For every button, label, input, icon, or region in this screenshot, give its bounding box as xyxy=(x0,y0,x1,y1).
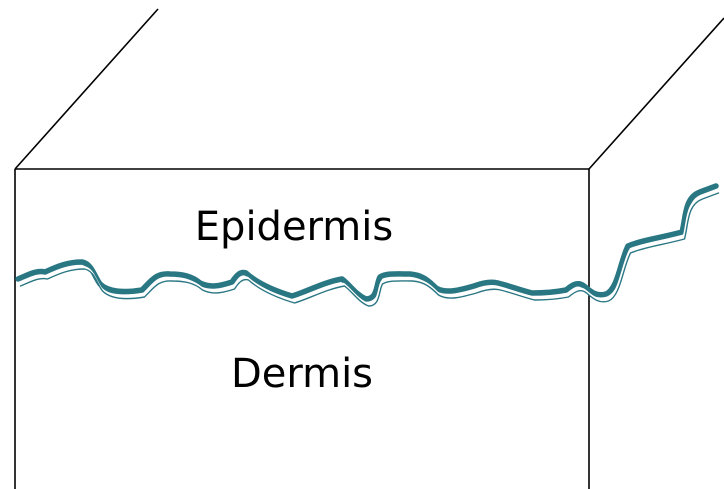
epidermis-label: Epidermis xyxy=(195,204,393,250)
right-depth-edge xyxy=(589,18,724,169)
dermis-label: Dermis xyxy=(231,351,373,397)
left-depth-edge xyxy=(15,9,158,169)
